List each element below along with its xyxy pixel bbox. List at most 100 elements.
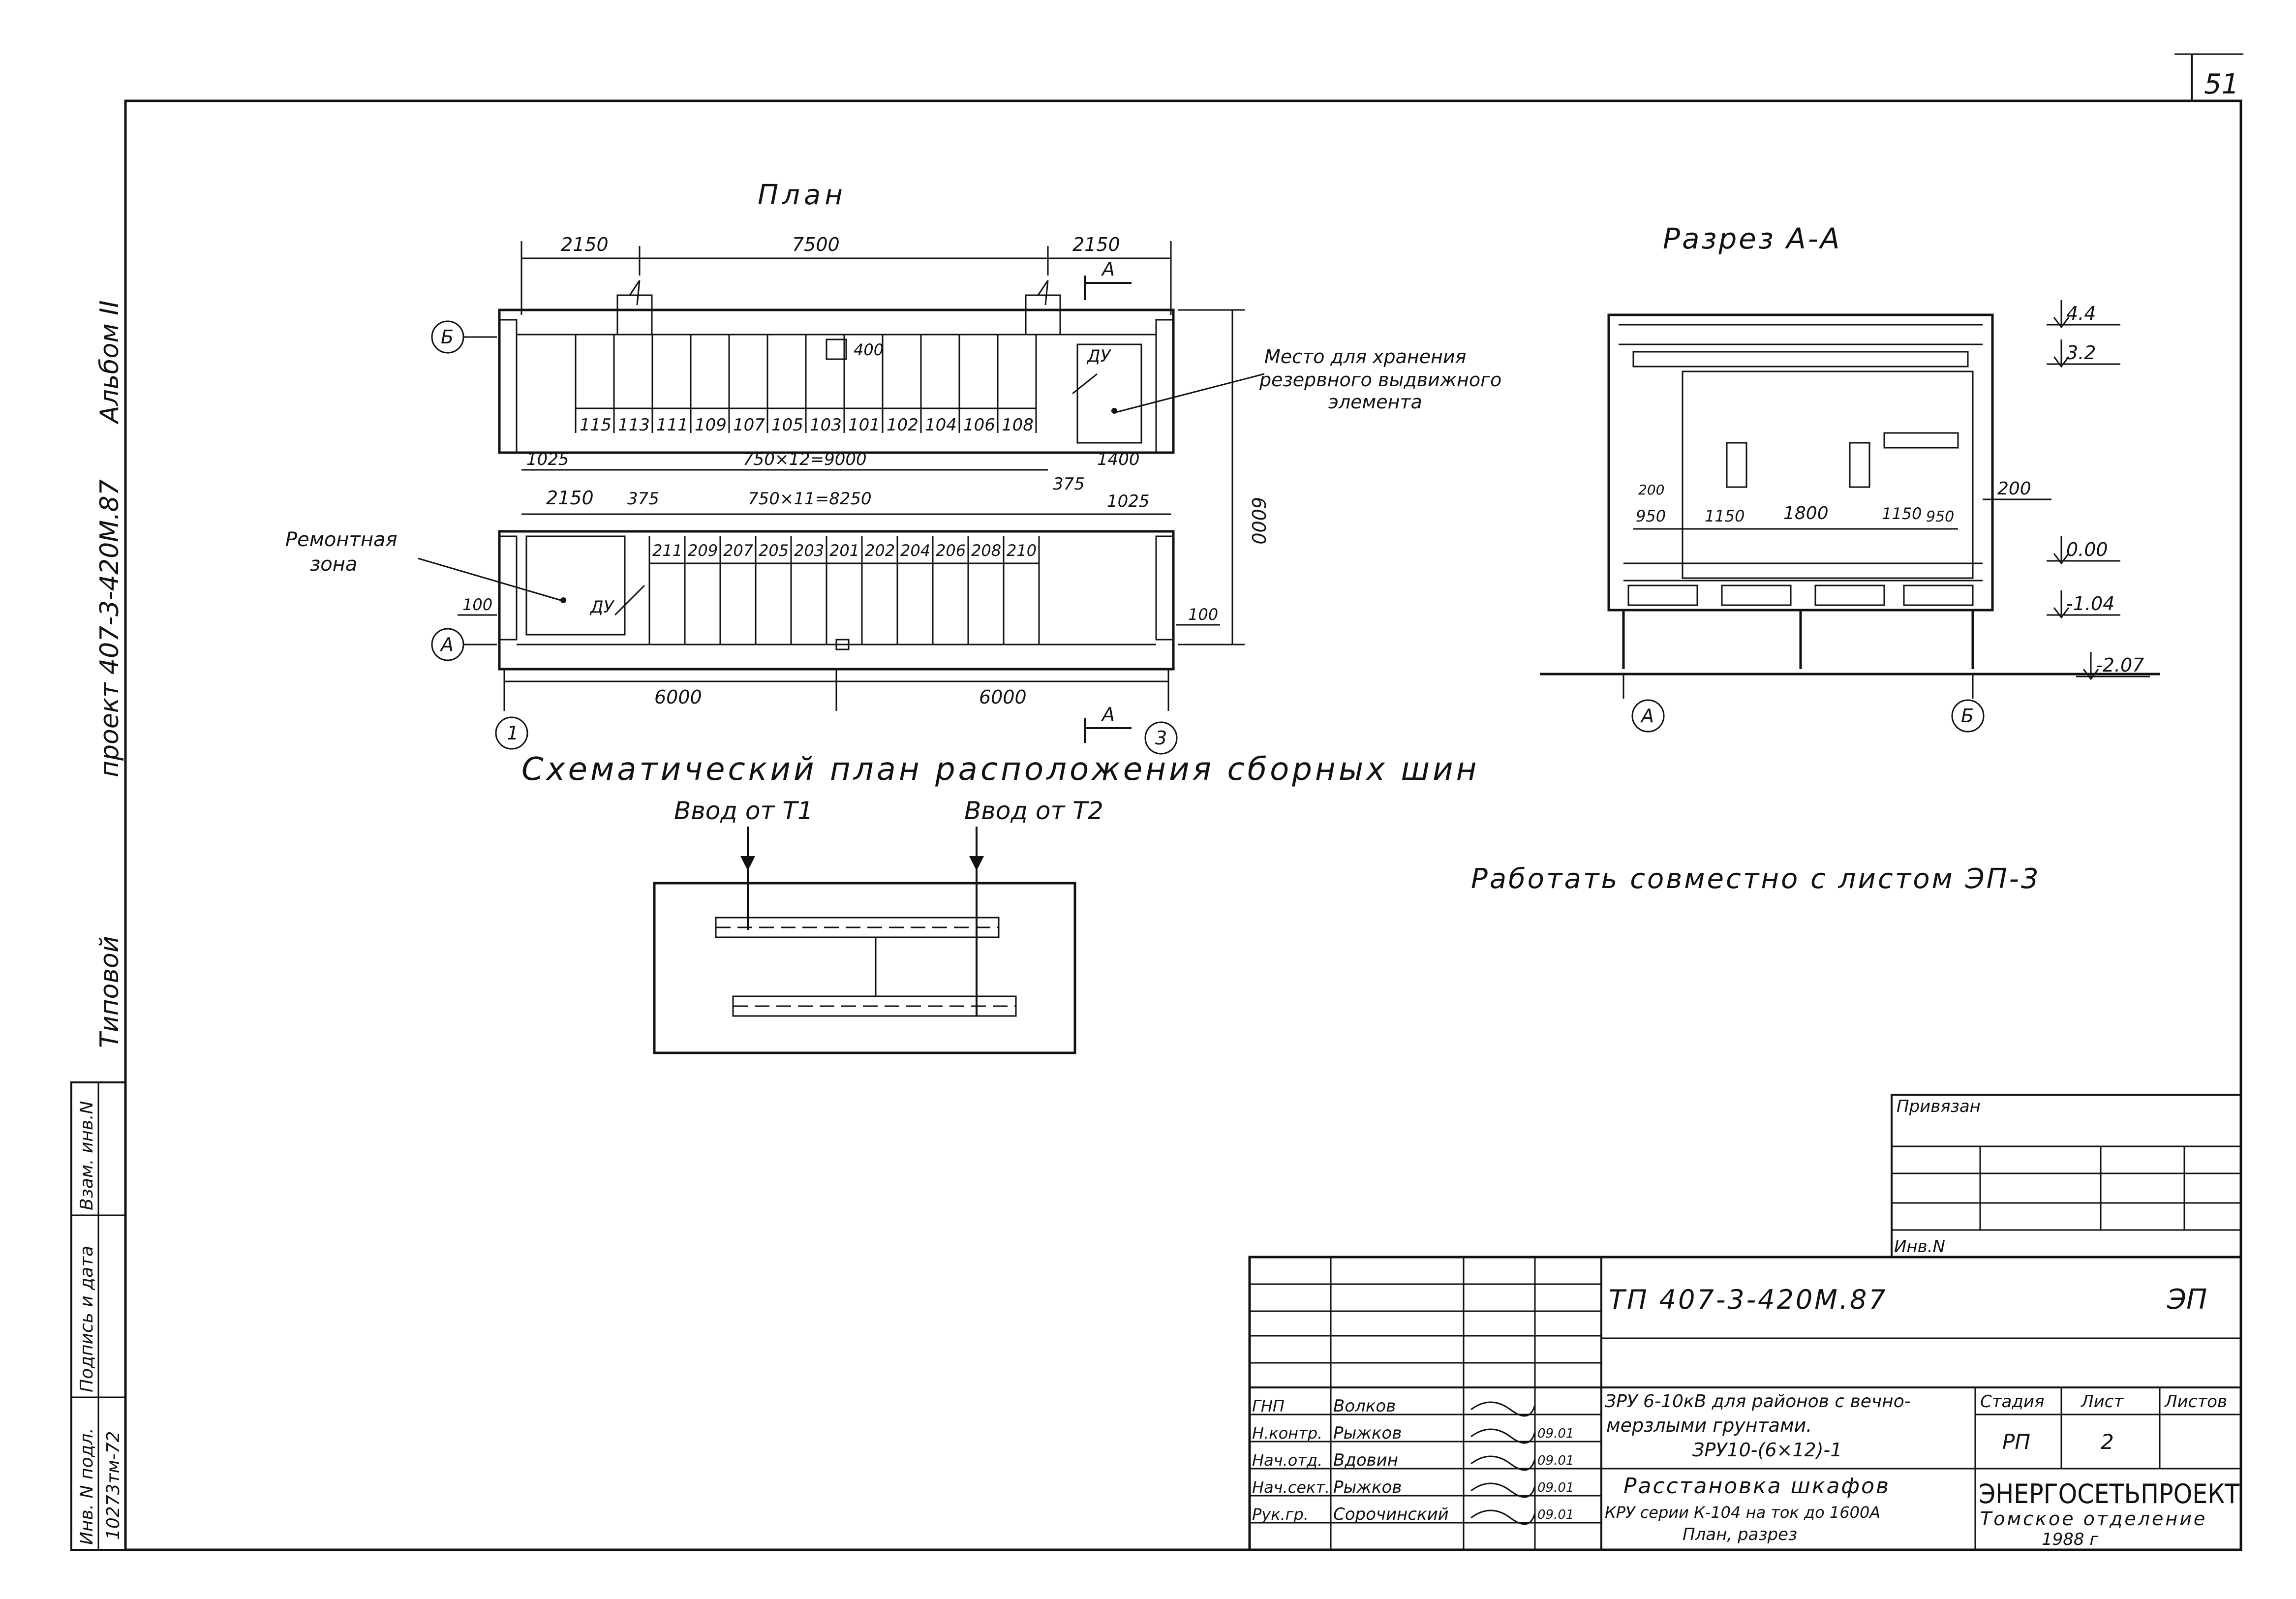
tb-signature: [1470, 1401, 1536, 1417]
plan-view: План 2150 7500 2150 А Б ДУ 4: [285, 179, 1501, 755]
plan-axis-1: 1: [507, 722, 519, 744]
side-label-album: Альбом II: [95, 300, 124, 425]
tb-org: ЭНЕРГОСЕТЬПРОЕКТ: [1979, 1478, 2239, 1509]
callout-storage-line1: Место для хранения: [1264, 346, 1467, 368]
tb-person-date: 09.01: [1537, 1426, 1574, 1441]
busbar-scheme: Схематический план расположения сборных …: [521, 751, 1479, 1054]
row-b-cell-label: 105: [771, 415, 803, 435]
row-b-cell-label: 104: [925, 415, 957, 435]
plan-dim-2150-b: 2150: [1072, 234, 1120, 255]
tb-inv-n: Инв.N: [1894, 1237, 1945, 1257]
note-work-together: Работать совместно с листом ЭП-3: [1471, 863, 2041, 895]
plan-dim-6000-right: 6000: [979, 686, 1027, 708]
plan-dim-1025-top: 1025: [526, 450, 569, 469]
side-label-project: проект 407-3-420М.87: [95, 479, 124, 777]
tb-person-date: 09.01: [1537, 1453, 1574, 1468]
left-stamp: Взам. инв.N Подпись и дата Инв. N подл. …: [70, 1081, 126, 1551]
tb-sheet: 2: [2101, 1430, 2114, 1454]
section-dim-950-b: 950: [1926, 508, 1954, 525]
tb-person-name: Сорочинский: [1333, 1505, 1449, 1524]
plan-axis-b: Б: [441, 326, 454, 348]
callout-repair-line1: Ремонтная: [285, 528, 398, 551]
tb-year: 1988 г: [2042, 1530, 2099, 1549]
tb-stage-header: Стадия: [1980, 1392, 2044, 1412]
row-a-cell-label: 207: [723, 541, 754, 560]
stamp-sign-label: Подпись и дата: [77, 1246, 97, 1392]
section-axis-b: Б: [1961, 705, 1974, 727]
plan-dim-400: 400: [854, 340, 884, 359]
plan-axis-3: 3: [1155, 727, 1167, 749]
section-dim-950-a: 950: [1636, 507, 1666, 525]
tb-person-role: Рук.гр.: [1252, 1505, 1309, 1524]
plan-dim-2150-a: 2150: [561, 234, 609, 255]
plan-axis-a: А: [439, 634, 454, 655]
plan-dim-8250: 750×11=8250: [748, 489, 872, 509]
plan-dim-6000-vertical: 6000: [1248, 497, 1269, 545]
tb-signature: [1470, 1455, 1536, 1471]
plan-dim-1400: 1400: [1097, 450, 1140, 469]
section-level-mark: -1.04: [2066, 593, 2114, 615]
tb-person-name: Вдовин: [1333, 1450, 1398, 1470]
row-a-cell-label: 208: [971, 541, 1001, 560]
tb-drawing-line1: Расстановка шкафов: [1623, 1474, 1890, 1499]
section-level-mark: -2.07: [2096, 654, 2144, 676]
tb-person-role: ГНП: [1252, 1397, 1285, 1415]
row-a-cell-label: 211: [652, 541, 682, 560]
row-a-cell-label: 203: [794, 541, 824, 560]
section-dim-1150-a: 1150: [1705, 507, 1745, 525]
sheet-number: 51: [2204, 68, 2239, 100]
row-b-cell-label: 109: [695, 415, 727, 435]
tb-mark: ЭП: [2167, 1284, 2207, 1316]
tb-object-line3: ЗРУ10-(6×12)-1: [1692, 1439, 1842, 1461]
tb-person-role: Н.контр.: [1252, 1424, 1322, 1443]
callout-repair-line2: зона: [310, 553, 357, 576]
tb-privyazan: Привязан: [1897, 1097, 1981, 1116]
section-level-mark: 3.2: [2066, 342, 2096, 364]
tb-person-date: 09.01: [1537, 1507, 1574, 1522]
row-b-cell-label: 101: [848, 415, 880, 435]
plan-dim-375-mid: 375: [627, 489, 659, 509]
section-title: Разрез А-А: [1663, 222, 1841, 255]
section-level-mark: 4.4: [2066, 303, 2096, 324]
stamp-inv-label: Инв. N подл.: [77, 1428, 97, 1545]
tb-person-role: Нач.сект.: [1252, 1478, 1330, 1497]
plan-du-label-bottom: ДУ: [589, 597, 615, 617]
tb-person-name: Рыжков: [1333, 1423, 1402, 1443]
busbar-input-t1: Ввод от Т1: [674, 797, 813, 825]
tb-stage: РП: [2002, 1430, 2030, 1454]
row-a-cell-label: 204: [900, 541, 930, 560]
section-level-mark: 0.00: [2066, 539, 2108, 560]
row-a-cell-label: 205: [759, 541, 789, 560]
row-a-cell-label: 206: [936, 541, 966, 560]
tb-org-branch: Томское отделение: [1980, 1508, 2207, 1530]
callout-storage-line2: резервного выдвижного: [1259, 369, 1501, 391]
section-view: Разрез А-А А Б 4.43.20.00-1.04-2.07 950 …: [1540, 222, 2160, 733]
plan-section-mark-top: А: [1101, 258, 1115, 280]
busbar-title: Схематический план расположения сборных …: [521, 751, 1479, 788]
tb-sheets-header: Листов: [2164, 1392, 2227, 1412]
stamp-inv-value: 10273тм-72: [103, 1431, 123, 1540]
tb-object-line1: ЗРУ 6-10кВ для районов с вечно-: [1605, 1391, 1911, 1412]
tb-signature: [1470, 1482, 1536, 1498]
row-a-cell-label: 202: [865, 541, 895, 560]
tb-person-date: 09.01: [1537, 1480, 1574, 1495]
row-b-cell-label: 103: [810, 415, 842, 435]
tb-code: ТП 407-3-420М.87: [1609, 1284, 1888, 1315]
plan-dim-100-right: 100: [1188, 605, 1218, 624]
section-dim-1800: 1800: [1783, 503, 1829, 523]
stamp-replace-label: Взам. инв.N: [77, 1101, 97, 1210]
plan-dim-100-left: 100: [462, 595, 492, 614]
callout-storage-line3: элемента: [1328, 391, 1422, 413]
plan-title: План: [758, 179, 847, 211]
side-label-typical: Типовой: [95, 936, 124, 1048]
tb-signature: [1470, 1509, 1536, 1525]
tb-person-name: Рыжков: [1333, 1477, 1402, 1497]
section-axis-a: А: [1640, 705, 1654, 727]
tb-sheet-header: Лист: [2080, 1392, 2124, 1412]
tb-drawing-line3: План, разрез: [1683, 1525, 1797, 1544]
plan-dim-375-a: 375: [1053, 474, 1085, 494]
